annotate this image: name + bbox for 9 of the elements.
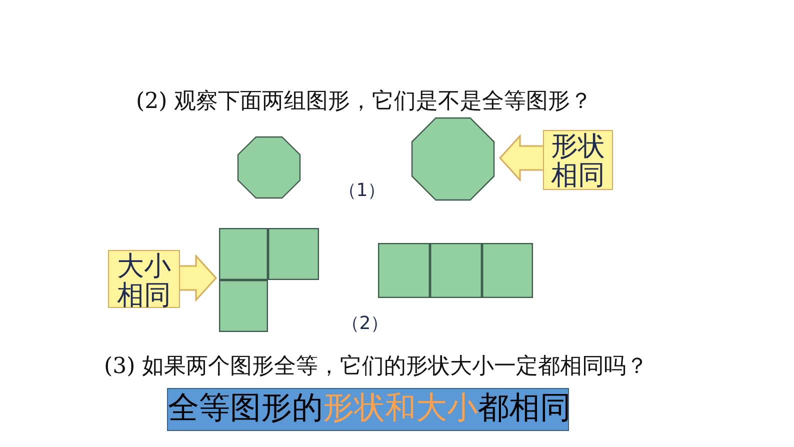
block-arrow (179, 254, 218, 302)
callout-box: 形状相同 (543, 130, 613, 190)
group-number: （2） (340, 313, 390, 335)
callout-box: 大小相同 (108, 250, 180, 308)
block-arrow (498, 134, 544, 182)
question-text: (3) 如果两个图形全等，它们的形状大小一定都相同吗？ (104, 353, 650, 381)
conclusion-banner: 全等图形的形状和大小都相同 (167, 388, 569, 431)
group-number: （1） (337, 180, 387, 202)
question-text: (2) 观察下面两组图形，它们是不是全等图形？ (136, 88, 594, 116)
